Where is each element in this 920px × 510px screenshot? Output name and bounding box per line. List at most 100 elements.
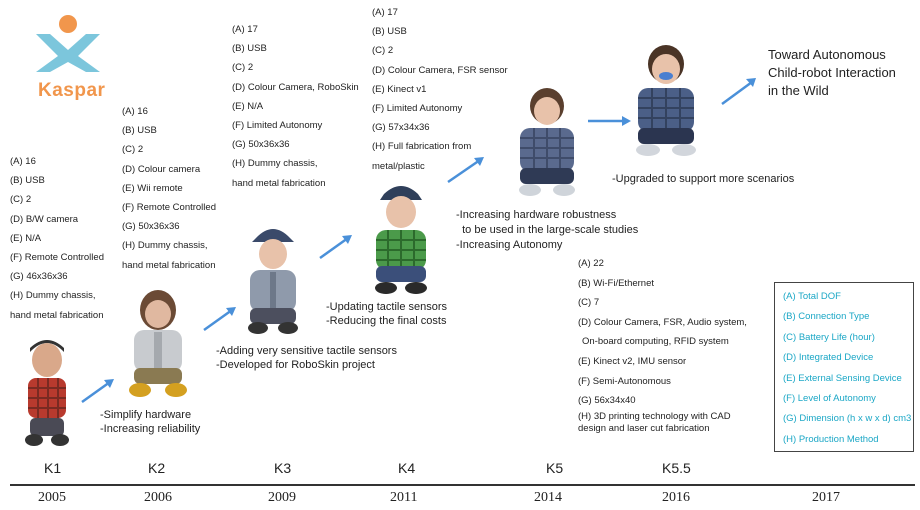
kaspar-logo: [28, 10, 108, 110]
spec-line: design and laser cut fabrication: [578, 422, 710, 434]
note-line: -Increasing hardware robustness: [456, 209, 617, 221]
model-label: K5.5: [662, 460, 691, 476]
spec-line: (F) Semi-Autonomous: [578, 375, 671, 387]
spec-line: metal/plastic: [372, 160, 425, 172]
spec-line: (E) Wii remote: [122, 182, 183, 194]
spec-line: (G) 50x36x36: [232, 139, 290, 151]
note-line: -Increasing Autonomy: [456, 239, 563, 251]
year-label: 2016: [662, 490, 690, 505]
spec-line: (A) 22: [578, 258, 604, 269]
spec-line: (E) Kinect v2, IMU sensor: [578, 355, 687, 367]
legend-item: (G) Dimension (h x w x d) cm3: [783, 413, 912, 425]
note-line: -Upgraded to support more scenarios: [612, 173, 795, 185]
future-goal: Toward Autonomous Child-robot Interactio…: [768, 46, 896, 100]
spec-line: (A) 17: [372, 7, 398, 18]
logo-wordmark: Kaspar: [38, 80, 106, 101]
robot-photo-k2: [129, 290, 187, 397]
note-line: -Increasing reliability: [100, 423, 201, 435]
spec-line: hand metal fabrication: [10, 309, 104, 321]
spec-line: (E) N/A: [10, 232, 42, 244]
future-line: Toward Autonomous: [768, 47, 886, 62]
legend-item: (A) Total DOF: [783, 291, 841, 302]
future-line: Child-robot Interaction: [768, 65, 896, 80]
note-line: to be used in the large-scale studies: [456, 224, 639, 236]
spec-line: (C) 2: [122, 144, 144, 156]
spec-line: (H) Dummy chassis,: [232, 158, 318, 170]
spec-line: (G) 57x34x36: [372, 122, 430, 134]
spec-line: (C) 2: [10, 194, 32, 206]
model-label: K1: [44, 460, 62, 476]
k4-specs: (A) 17 (B) USB (C) 2 (D) Colour Camera, …: [372, 3, 508, 176]
spec-line: (A) 17: [232, 24, 258, 35]
spec-line: (G) 50x36x36: [122, 221, 180, 233]
legend-item: (B) Connection Type: [783, 311, 870, 323]
k4-notes: -Updating tactile sensors -Reducing the …: [326, 300, 447, 328]
spec-line: (B) USB: [372, 26, 407, 38]
spec-line: (G) 46x36x36: [10, 271, 68, 283]
spec-line: (H) 3D printing technology with CAD: [578, 410, 731, 422]
spec-line: On-board computing, RFID system: [582, 336, 729, 348]
model-label: K5: [546, 460, 564, 476]
year-label: 2017: [812, 490, 840, 505]
robot-photo-k4: [375, 186, 427, 294]
legend-item: (E) External Sensing Device: [783, 372, 902, 384]
k1-specs: (A) 16 (B) USB (C) 2 (D) B/W camera (E) …: [10, 152, 104, 325]
future-line: in the Wild: [768, 83, 829, 98]
legend-item: (H) Production Method: [783, 433, 879, 445]
spec-line: (F) Remote Controlled: [10, 252, 104, 264]
robot-photo-k55: [636, 45, 696, 156]
spec-line: (B) USB: [10, 175, 45, 187]
spec-line: (E) Kinect v1: [372, 83, 427, 95]
spec-line: (D) Colour camera: [122, 163, 201, 175]
spec-line: (D) Colour Camera, FSR sensor: [372, 64, 508, 76]
spec-line: (E) N/A: [232, 100, 264, 112]
arrow-right-icon: [447, 157, 484, 184]
arrow-right-icon: [588, 116, 631, 126]
spec-line: (G) 56x34x40: [578, 395, 636, 407]
legend-item: (C) Battery Life (hour): [783, 331, 875, 343]
spec-line: hand metal fabrication: [232, 177, 326, 189]
year-label: 2006: [144, 490, 172, 505]
k2-notes: -Simplify hardware -Increasing reliabili…: [100, 408, 200, 436]
k2-specs: (A) 16 (B) USB (C) 2 (D) Colour camera (…: [122, 102, 216, 275]
note-line: -Simplify hardware: [100, 409, 192, 421]
spec-line: (F) Limited Autonomy: [232, 120, 323, 132]
spec-line: (D) B/W camera: [10, 213, 79, 225]
spec-line: (A) 16: [10, 156, 36, 167]
k5-notes: -Increasing hardware robustness to be us…: [456, 208, 638, 253]
spec-line: (C) 2: [232, 62, 254, 74]
legend-item: (F) Level of Autonomy: [783, 393, 876, 405]
spec-line: (A) 16: [122, 106, 148, 117]
k55-specs: (A) 22 (B) Wi-Fi/Ethernet (C) 7 (D) Colo…: [578, 254, 747, 435]
spec-line: (H) Dummy chassis,: [122, 240, 208, 252]
robot-photo-k1: [25, 340, 69, 446]
spec-line: (C) 7: [578, 297, 600, 309]
spec-line: (C) 2: [372, 45, 394, 57]
spec-line: (B) USB: [122, 125, 157, 137]
arrow-right-icon: [319, 235, 352, 260]
note-line: -Updating tactile sensors: [326, 301, 448, 313]
spec-line: (D) Colour Camera, RoboSkin: [232, 81, 359, 93]
spec-line: hand metal fabrication: [122, 259, 216, 271]
arrow-right-icon: [203, 307, 236, 332]
note-line: -Adding very sensitive tactile sensors: [216, 345, 397, 357]
spec-line: (B) USB: [232, 43, 267, 55]
model-label: K3: [274, 460, 292, 476]
spec-line: (B) Wi-Fi/Ethernet: [578, 277, 655, 289]
model-label: K4: [398, 460, 416, 476]
note-line: -Reducing the final costs: [326, 315, 447, 327]
spec-line: (D) Colour Camera, FSR, Audio system,: [578, 316, 747, 328]
spec-line: (F) Limited Autonomy: [372, 103, 463, 115]
legend-item: (D) Integrated Device: [783, 352, 874, 364]
k3-notes: -Adding very sensitive tactile sensors -…: [216, 344, 397, 372]
kaspar-logo-icon: [36, 15, 100, 72]
robot-photo-k3: [248, 229, 298, 334]
year-label: 2005: [38, 490, 66, 505]
year-label: 2014: [534, 490, 562, 505]
timeline-axis: [10, 484, 915, 486]
spec-line: (H) Full fabrication from: [372, 141, 472, 153]
arrow-right-icon: [721, 78, 756, 106]
year-label: 2011: [390, 490, 418, 505]
year-label: 2009: [268, 490, 296, 505]
arrow-right-icon: [81, 379, 114, 404]
